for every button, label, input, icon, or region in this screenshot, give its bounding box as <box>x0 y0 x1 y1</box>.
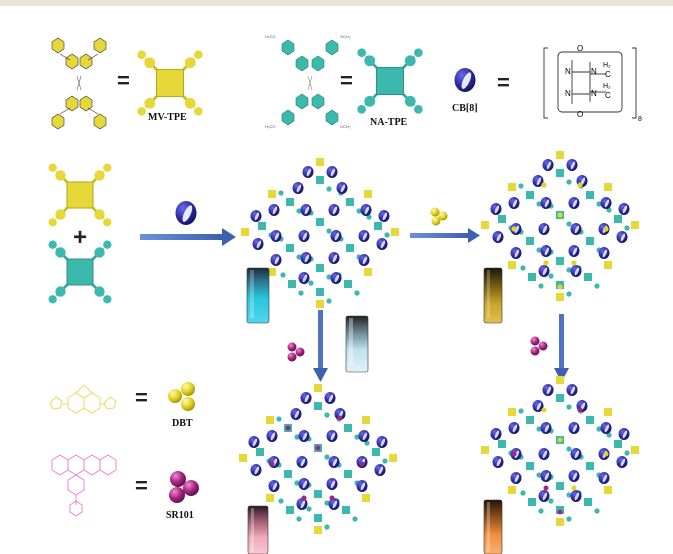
vial-cyan <box>247 268 269 323</box>
framework-dbt <box>481 151 639 301</box>
equals-sign-dbt: = <box>135 385 148 411</box>
label-cb8: CB[8] <box>452 103 478 114</box>
cb8-h2b: H₂ <box>603 83 611 90</box>
svg-text:OCH₃: OCH₃ <box>340 34 351 39</box>
sr101-structure <box>52 455 116 516</box>
sr101-reagent-icon-left <box>288 343 305 362</box>
cb8-o-top: O <box>577 44 583 53</box>
equals-sign-cb8: = <box>497 70 510 96</box>
na-tpe-unit <box>357 48 422 113</box>
label-sr101: SR101 <box>166 510 194 521</box>
framework-dbt-sr101 <box>481 376 639 526</box>
label-na-tpe: NA-TPE <box>370 117 407 128</box>
arrow-down-sr101-right <box>554 314 569 382</box>
arrow-dbt-loading <box>410 228 480 243</box>
cb8-n4: N <box>591 89 597 98</box>
mv-tpe-unit <box>137 50 202 115</box>
cb8-o-bottom: O <box>577 110 583 119</box>
cb8-c-a: C <box>605 70 611 79</box>
cb8-h2a: H₂ <box>603 62 611 69</box>
cb8-icon <box>455 68 476 92</box>
cb8-n1: N <box>565 67 571 76</box>
vial-pale-blue <box>346 316 368 372</box>
equals-sign-na: = <box>340 68 353 94</box>
equals-sign-sr101: = <box>135 473 148 499</box>
label-dbt: DBT <box>172 418 193 429</box>
svg-text:OCH₃: OCH₃ <box>340 124 351 129</box>
cb8-subscript: 8 <box>638 116 642 123</box>
mv-tpe-unit-reactant <box>49 164 112 227</box>
cb8-n3: N <box>565 89 571 98</box>
arrow-assembly <box>140 228 236 246</box>
na-tpe-structure <box>282 40 338 125</box>
cb8-c-b: C <box>605 91 611 100</box>
vial-orange <box>484 500 502 554</box>
vial-pink <box>248 506 268 554</box>
cb8-n2: N <box>591 67 597 76</box>
dbt-structure <box>50 385 116 413</box>
dbt-reagent-icon <box>431 208 448 226</box>
plus-sign: + <box>73 224 87 252</box>
label-mv-tpe: MV-TPE <box>148 112 187 123</box>
mv-tpe-structure <box>52 38 106 129</box>
svg-text:H₃CO: H₃CO <box>265 34 276 39</box>
equals-sign-mv: = <box>117 68 130 94</box>
vial-amber <box>484 268 502 323</box>
cb8-structure <box>544 48 636 118</box>
svg-text:H₃CO: H₃CO <box>265 124 276 129</box>
sr101-icon <box>169 471 199 503</box>
cb8-reagent-icon <box>176 201 197 225</box>
arrow-down-sr101-left <box>313 310 328 382</box>
sr101-reagent-icon-right <box>531 337 548 356</box>
dbt-icon <box>168 382 195 411</box>
